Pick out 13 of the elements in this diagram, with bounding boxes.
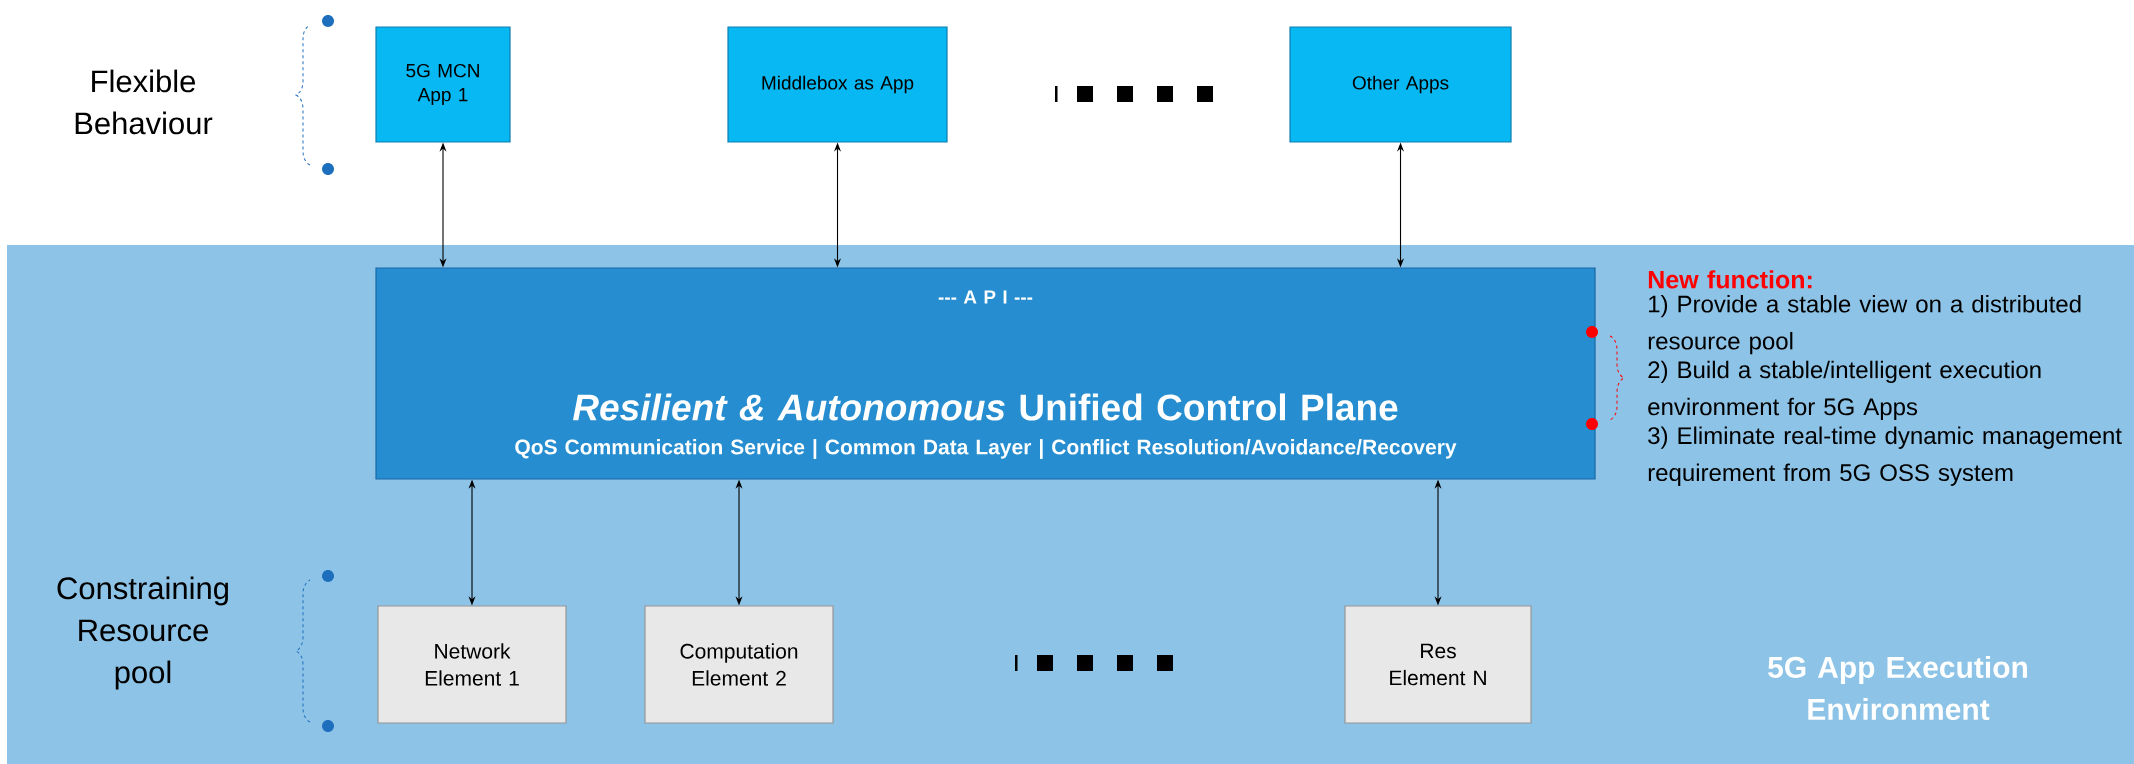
resource-element-box: Computation Element 2 [644,605,834,724]
list-item: 2) Build a stable/intelligent execution environment for 5G Apps [1648,360,2041,421]
list-item: 3) Eliminate real-time dynamic management requirement from 5G OSS system [1648,426,2122,486]
app-box: Middlebox as App [727,26,948,143]
resource-element-box: Network Element 1 [377,605,567,724]
side-label: Flexible Behaviour [75,69,213,135]
side-label: Constraining Resource pool [57,576,228,690]
heading: New function: [1648,270,1812,289]
app-box: Other Apps [1289,26,1512,143]
list-item: 1) Provide a stable view on a distributed resource pool [1648,294,2081,355]
resource-element-box: Res Element N [1344,605,1532,724]
app-box: 5G MCN App 1 [375,26,511,143]
control-plane-box: --- A P I --- Resilient & Autonomous Unified Control Plane QoS Communication Service | Common Data Layer | Conflict Resolution/Avoidance/Recovery [375,267,1596,480]
